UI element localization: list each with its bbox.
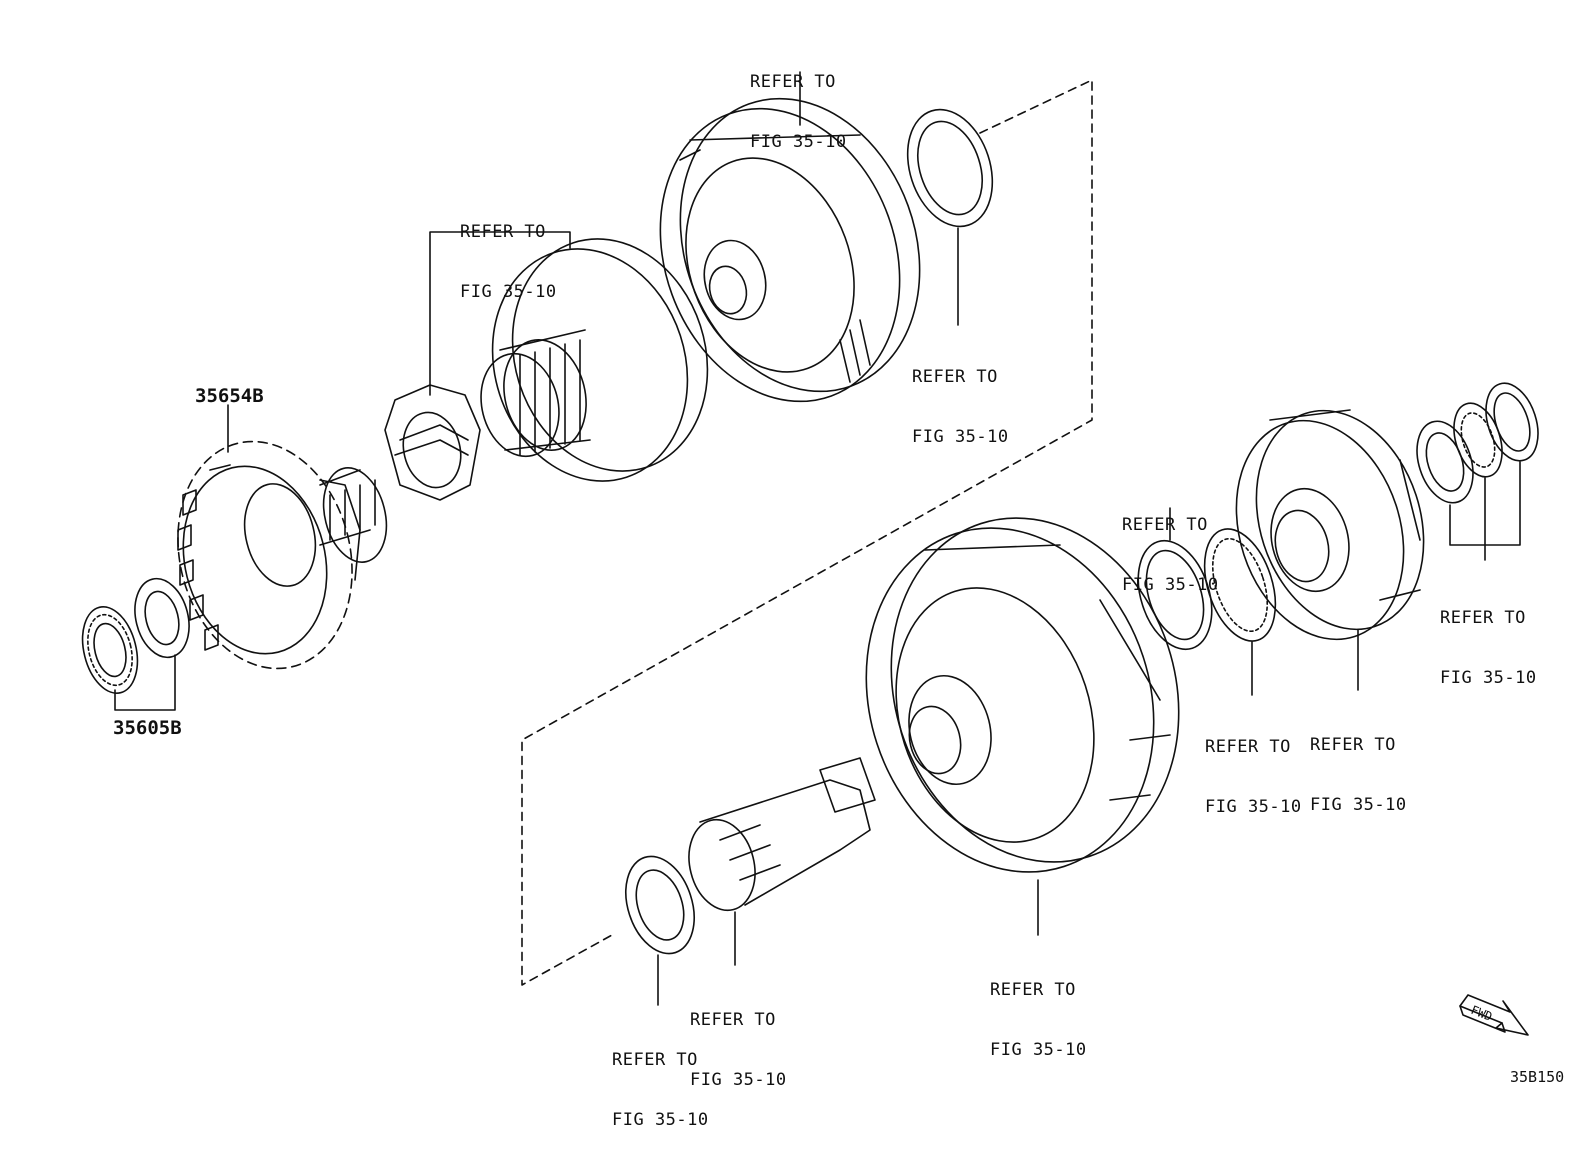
clutch-drum-large [621, 65, 960, 436]
refer-line1: REFER TO [750, 72, 836, 92]
thrust-bearing-middle [1192, 520, 1289, 650]
thrust-bearing-far-right [1445, 397, 1510, 483]
refer-line1: REFER TO [1205, 737, 1291, 757]
refer-line1: REFER TO [1122, 515, 1208, 535]
fwd-arrow-icon: FWD [1460, 995, 1528, 1035]
refer-line2: FIG 35-10 [990, 1040, 1087, 1060]
refer-line2: FIG 35-10 [912, 427, 1009, 447]
refer-label-pinion-shaft: REFER TO FIG 35-10 [690, 970, 787, 1110]
bracket-far-right [1450, 462, 1520, 560]
refer-label-ring-gear-large: REFER TO FIG 35-10 [990, 940, 1087, 1080]
ring-gear-35654B [155, 423, 376, 687]
part-number-35605B[interactable]: 35605B [113, 717, 182, 739]
thrust-bearing-left [74, 601, 146, 699]
exploded-parts-diagram: FWD [0, 0, 1592, 1099]
refer-label-race-middle-right: REFER TO FIG 35-10 [1122, 475, 1219, 615]
refer-label-far-right: REFER TO FIG 35-10 [1440, 568, 1537, 708]
leader-35605B [115, 655, 175, 710]
refer-line2: FIG 35-10 [750, 132, 847, 152]
refer-line1: REFER TO [1440, 608, 1526, 628]
figure-id: 35B150 [1510, 1068, 1565, 1086]
hex-nut [385, 385, 480, 500]
washer-far-right-a [1407, 414, 1482, 510]
refer-line2: FIG 35-10 [690, 1070, 787, 1090]
refer-line1: REFER TO [1310, 735, 1396, 755]
refer-line2: FIG 35-10 [1122, 575, 1219, 595]
pinion-shaft [680, 758, 875, 917]
refer-label-washer-bottom: REFER TO FIG 35-10 [612, 1010, 709, 1150]
washer-upper-right [893, 99, 1006, 238]
refer-line2: FIG 35-10 [1440, 668, 1537, 688]
washer-left [127, 573, 197, 663]
planet-carrier [1209, 389, 1450, 661]
refer-label-thrust-bearing-middle: REFER TO FIG 35-10 [1205, 697, 1302, 837]
refer-label-upper-drum: REFER TO FIG 35-10 [460, 182, 557, 322]
needle-cage [314, 461, 395, 569]
clutch-drum-upper [463, 213, 737, 506]
refer-line1: REFER TO [912, 367, 998, 387]
refer-line1: REFER TO [690, 1010, 776, 1030]
washer-far-right-b [1477, 377, 1547, 468]
ring-gear-large [823, 480, 1222, 909]
refer-line2: FIG 35-10 [612, 1110, 709, 1130]
refer-label-washer-upper-right: REFER TO FIG 35-10 [912, 327, 1009, 467]
part-number-35654B[interactable]: 35654B [195, 385, 264, 407]
refer-label-planet-carrier: REFER TO FIG 35-10 [1310, 695, 1407, 835]
refer-line1: REFER TO [612, 1050, 698, 1070]
assembly-boundary [522, 80, 1092, 985]
refer-line2: FIG 35-10 [460, 282, 557, 302]
refer-label-top-center: REFER TO FIG 35-10 [750, 32, 847, 172]
bracket-upper-drum [430, 232, 570, 395]
refer-line2: FIG 35-10 [1205, 797, 1302, 817]
refer-line2: FIG 35-10 [1310, 795, 1407, 815]
refer-line1: REFER TO [990, 980, 1076, 1000]
washer-bottom [614, 848, 706, 963]
refer-line1: REFER TO [460, 222, 546, 242]
